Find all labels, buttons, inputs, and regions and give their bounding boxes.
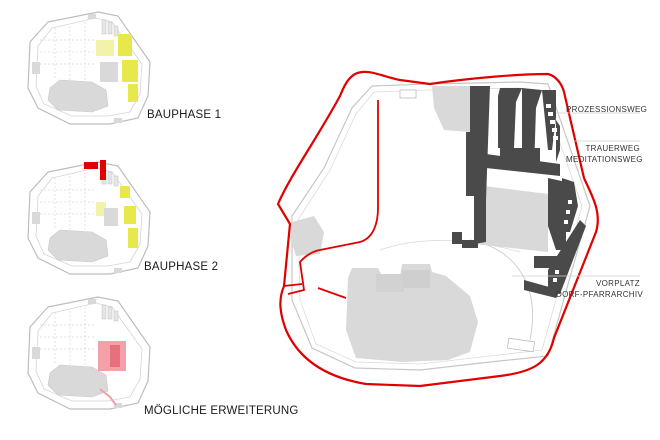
phase-label-bauphase-2: BAUPHASE 2	[144, 261, 219, 273]
gate-structure	[399, 89, 417, 99]
callout-trauerweg: TRAUERWEG	[585, 144, 640, 153]
pavilion	[290, 216, 324, 256]
red-access-path	[287, 100, 379, 295]
callout-prozessionsweg: PROZESSIONSWEG	[566, 105, 648, 114]
central-building	[474, 186, 548, 252]
thumb-erweiterung	[27, 296, 151, 410]
red-boundary	[276, 70, 599, 388]
dark-walls	[452, 86, 586, 298]
thumb-bauphase-1	[27, 11, 151, 125]
callout-meditationsweg: MEDITATIONSWEG	[566, 155, 643, 164]
callout-lines	[512, 112, 640, 277]
kiosk-structure	[506, 337, 536, 353]
phase-label-bauphase-1: BAUPHASE 1	[147, 109, 222, 121]
callout-vorplatz: VORPLATZ	[595, 279, 640, 288]
callout-pfarrarchiv: DORF-PFARRARCHIV	[556, 290, 644, 299]
stepped-pattern	[546, 104, 572, 282]
thumb-bauphase-2	[27, 160, 151, 275]
phase-label-erweiterung: MÖGLICHE ERWEITERUNG	[144, 405, 299, 417]
